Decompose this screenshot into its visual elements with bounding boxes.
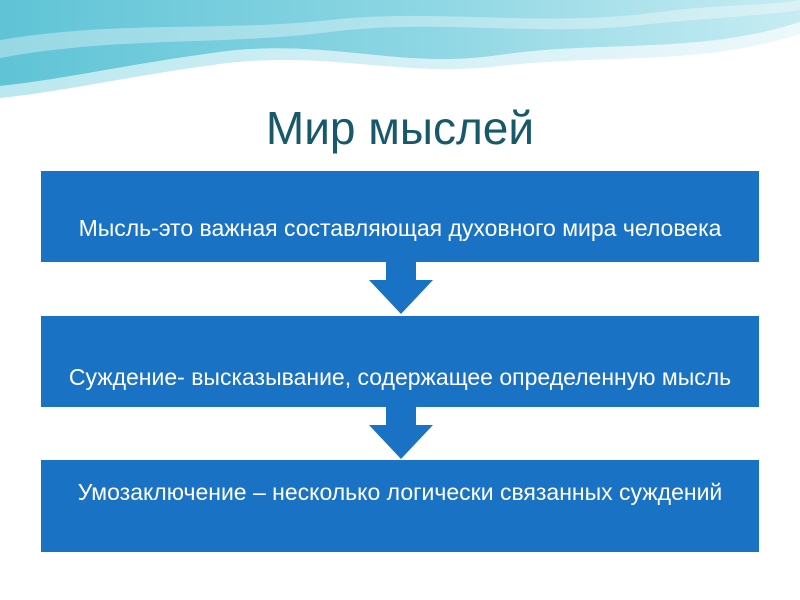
wave-background — [0, 0, 800, 98]
concept-box-inference-text: Умозаключение – несколько логически связ… — [77, 479, 723, 505]
concept-box-thought-text: Мысль-это важная составляющая духовного … — [78, 215, 722, 241]
concept-box-inference: Умозаключение – несколько логически связ… — [41, 460, 759, 552]
concept-box-judgment-text: Суждение- высказывание, содержащее опред… — [68, 364, 732, 390]
slide-title: Мир мыслей — [265, 102, 535, 154]
down-arrow-icon — [369, 407, 433, 459]
down-arrow-icon — [369, 262, 433, 314]
concept-box-thought: Мысль-это важная составляющая духовного … — [41, 171, 759, 262]
concept-box-judgment: Суждение- высказывание, содержащее опред… — [41, 316, 759, 407]
